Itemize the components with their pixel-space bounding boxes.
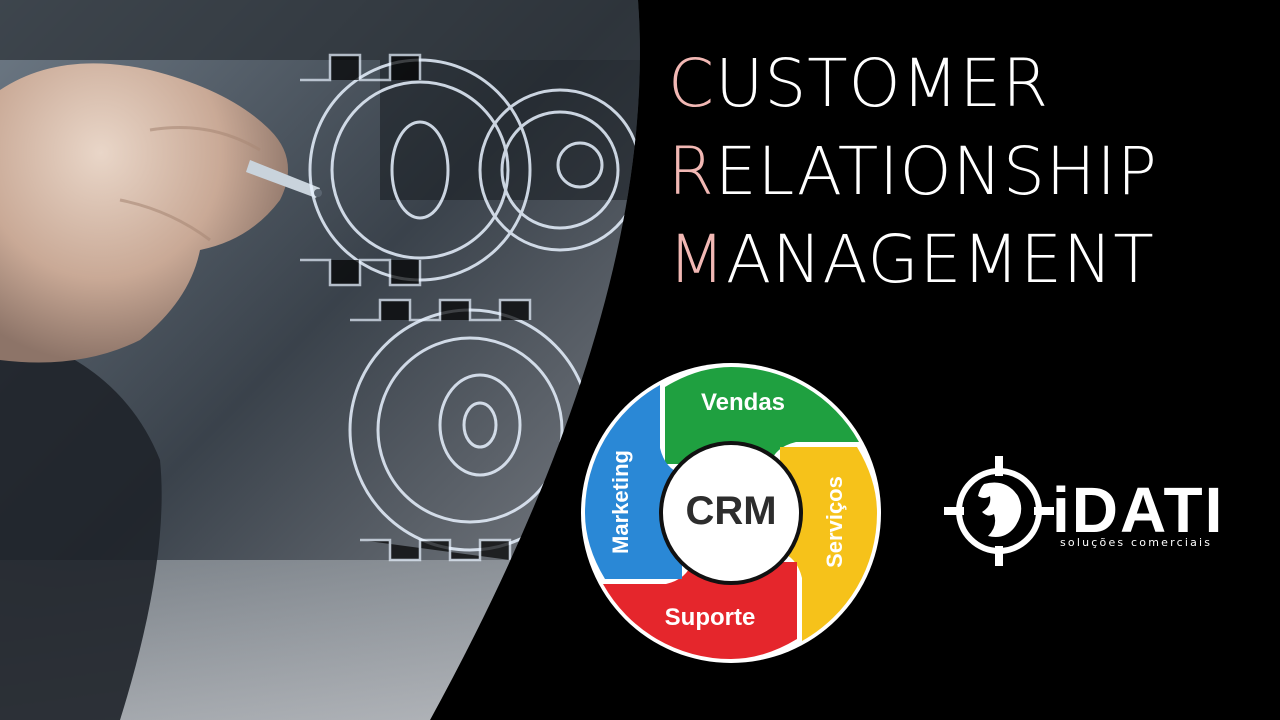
idati-logo: iDATI soluções comerciais <box>944 456 1244 566</box>
segment-label-servicos: Serviços <box>822 476 847 568</box>
title-initial-m: M <box>668 221 726 298</box>
segment-label-marketing-text: Marketing <box>608 450 633 554</box>
title-rest-relationship: ELATIONSHIP <box>714 133 1158 210</box>
page-title: CUSTOMER RELATIONSHIP MANAGEMENT <box>668 40 1268 304</box>
segment-label-servicos-text: Serviços <box>822 476 847 568</box>
crosshair-lion-icon <box>944 456 1054 566</box>
segment-suporte <box>603 562 797 660</box>
segment-marketing <box>584 385 682 579</box>
wheel-center-label: CRM <box>685 489 776 533</box>
segment-label-marketing: Marketing <box>608 450 633 554</box>
title-initial-c: C <box>668 45 716 122</box>
segment-servicos <box>780 447 878 641</box>
logo-tagline: soluções comerciais <box>1060 536 1213 549</box>
segment-label-suporte: Suporte <box>665 604 756 631</box>
segment-label-vendas: Vendas <box>701 389 785 416</box>
logo-name: iDATI <box>1052 474 1225 546</box>
title-rest-management: ANAGEMENT <box>725 221 1155 298</box>
title-initial-r: R <box>668 133 715 210</box>
title-line-relationship: RELATIONSHIP <box>668 128 1268 216</box>
wheel-center <box>659 441 803 585</box>
title-line-management: MANAGEMENT <box>668 216 1268 304</box>
segment-vendas <box>665 366 859 464</box>
crm-wheel: CRM Vendas Suporte Marketing Serviços <box>580 362 882 664</box>
title-rest-customer: USTOMER <box>715 45 1050 122</box>
title-line-customer: CUSTOMER <box>668 40 1268 128</box>
